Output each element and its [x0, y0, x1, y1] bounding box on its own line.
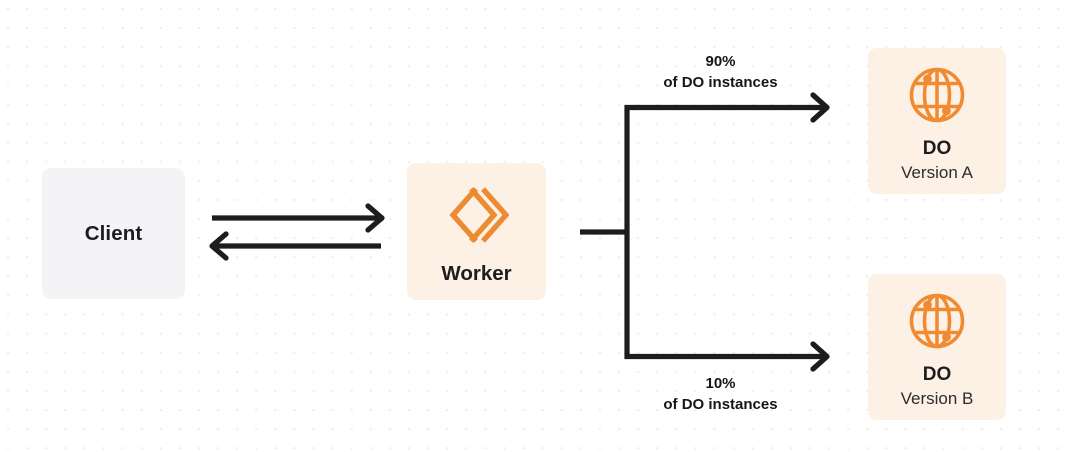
edge-top-description: of DO instances: [663, 73, 778, 91]
arrow-to-do-b: [624, 341, 830, 372]
edge-label-bottom: 10% of DO instances: [627, 374, 814, 415]
arrow-client-to-worker: [212, 203, 385, 233]
client-label: Client: [84, 221, 143, 245]
node-do-version-a[interactable]: DO Version A: [868, 48, 1006, 194]
edge-bottom-description: of DO instances: [663, 395, 778, 413]
node-client[interactable]: Client: [42, 168, 185, 299]
edge-label-top: 90% of DO instances: [627, 52, 814, 93]
durable-object-globe-icon: [907, 291, 967, 351]
durable-object-globe-icon: [907, 65, 967, 125]
do-a-version: Version A: [901, 162, 973, 182]
arrow-to-do-a: [624, 92, 830, 123]
worker-label: Worker: [441, 262, 512, 285]
do-b-label: DO: [922, 364, 952, 385]
node-worker[interactable]: Worker: [407, 163, 546, 300]
edge-bottom-percent: 10%: [705, 375, 736, 392]
do-b-version: Version B: [900, 388, 974, 408]
edge-top-percent: 90%: [705, 53, 736, 70]
arrow-worker-to-client: [209, 231, 381, 261]
do-a-label: DO: [922, 138, 952, 159]
node-do-version-b[interactable]: DO Version B: [868, 274, 1006, 420]
cloudflare-workers-icon: [445, 184, 510, 246]
